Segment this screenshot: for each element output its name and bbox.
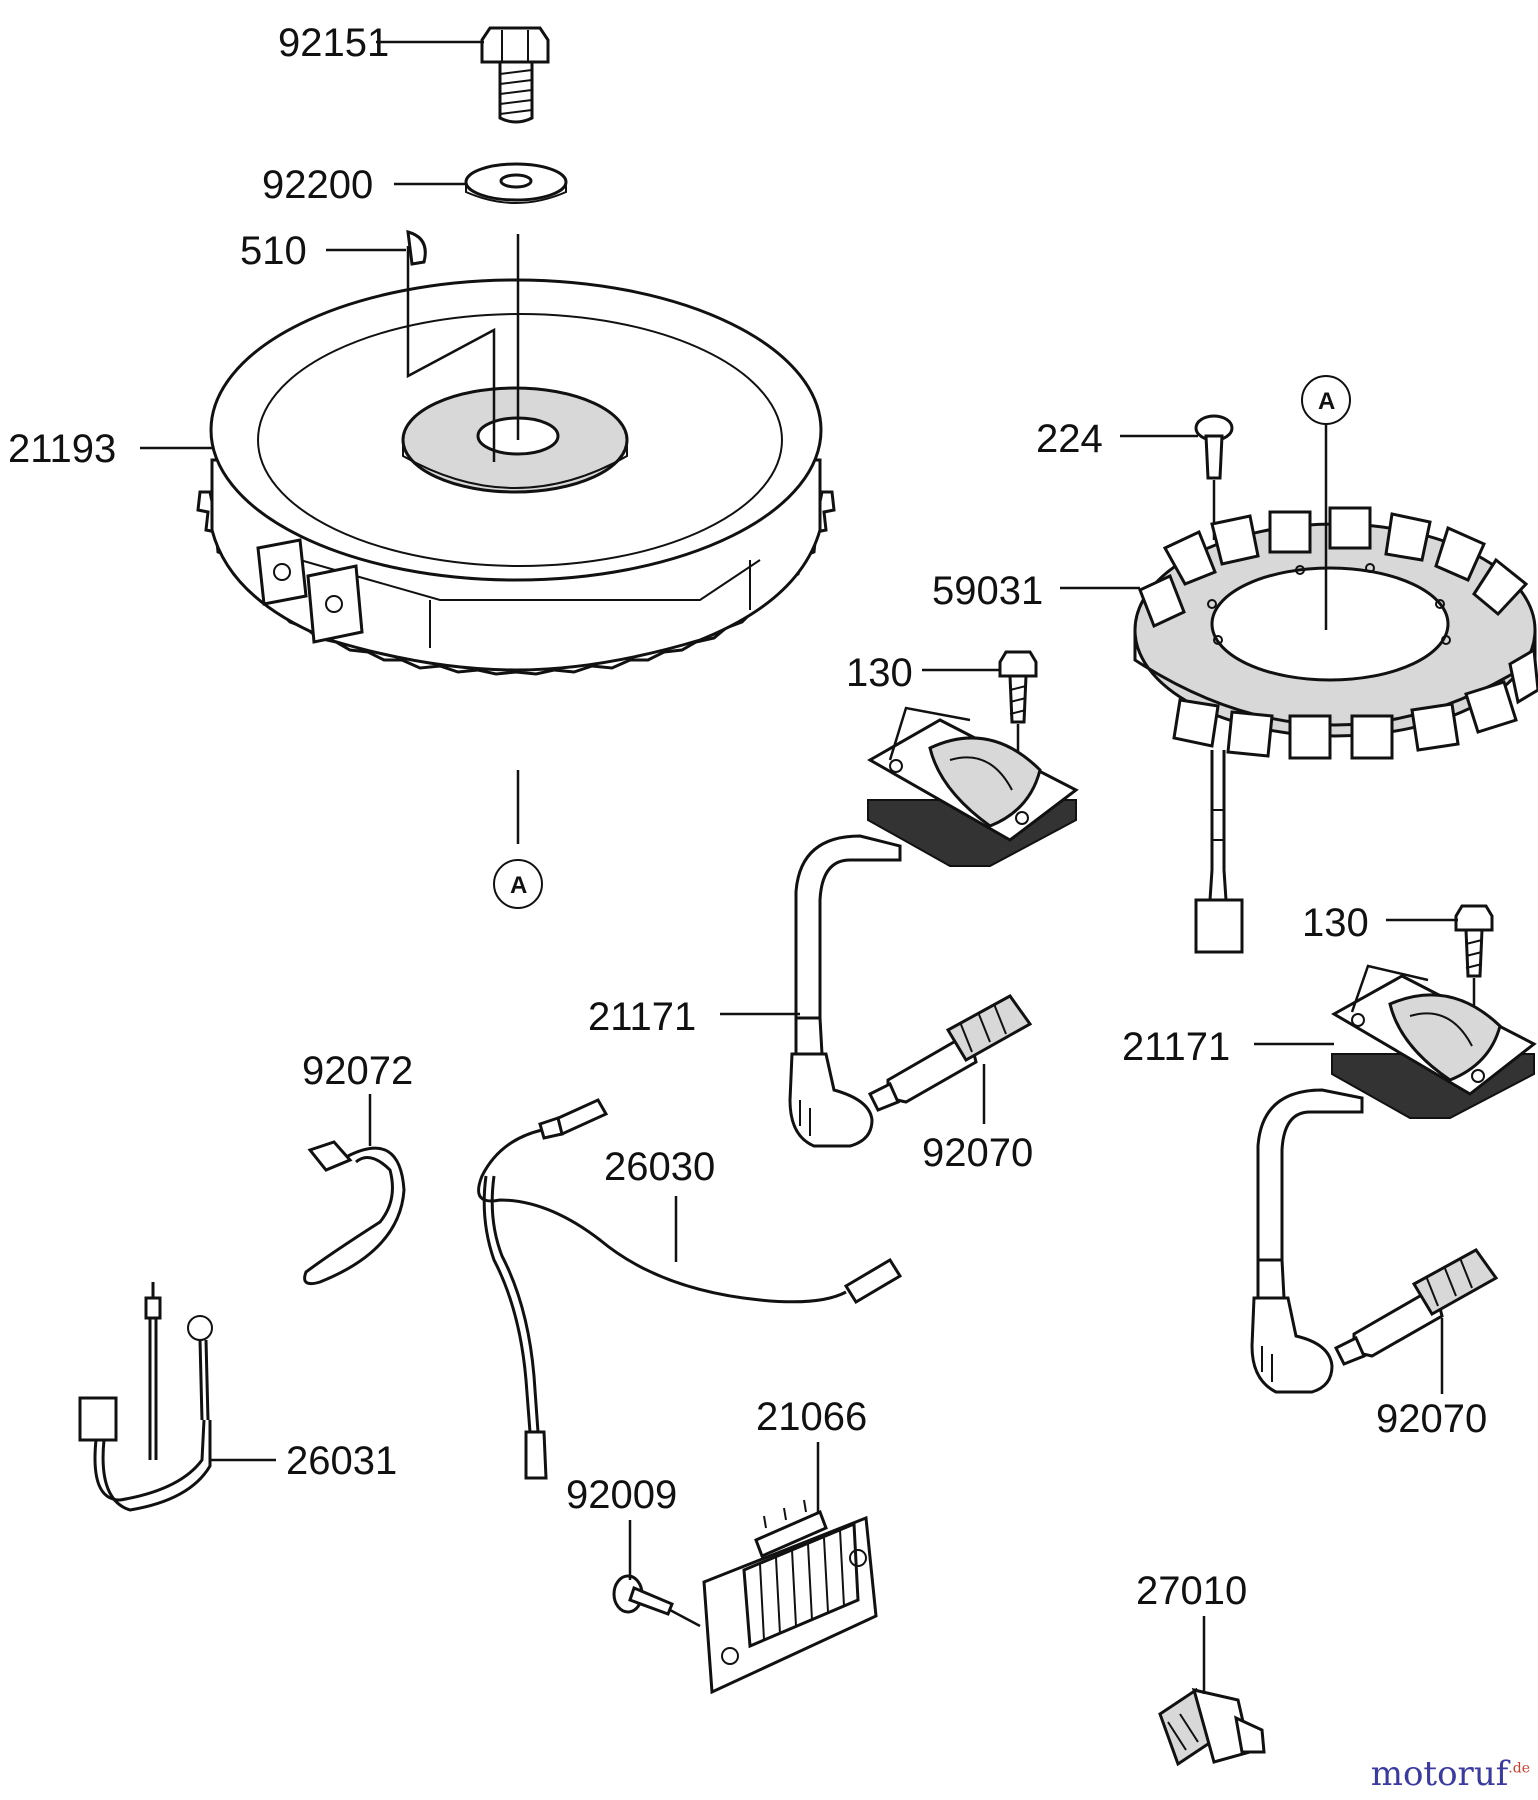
label-21171-right: 21171 — [1122, 1025, 1230, 1069]
label-92009: 92009 — [566, 1473, 677, 1517]
label-21193: 21193 — [8, 427, 116, 471]
label-27010: 27010 — [1136, 1569, 1247, 1613]
label-224: 224 — [1036, 417, 1103, 461]
bolt-92151 — [480, 26, 550, 124]
label-510: 510 — [240, 229, 307, 273]
switch-27010 — [1158, 1687, 1266, 1767]
watermark-tld: .de — [1508, 1760, 1530, 1777]
bolt-130-right — [1454, 904, 1494, 978]
regulator-21066 — [702, 1499, 878, 1695]
watermark-brand: motoruf — [1370, 1754, 1509, 1794]
flywheel-21193 — [196, 278, 836, 676]
label-130-left: 130 — [846, 651, 913, 695]
lead-wire-26031 — [78, 1282, 213, 1512]
screw-224 — [1194, 414, 1234, 480]
label-92151: 92151 — [278, 21, 389, 65]
spark-plug-92070-right — [1333, 1248, 1499, 1366]
label-92070-left: 92070 — [922, 1131, 1033, 1175]
label-59031: 59031 — [932, 569, 1043, 613]
label-92200: 92200 — [262, 163, 373, 207]
label-21171-left: 21171 — [588, 995, 696, 1039]
ignition-coil-21171-right — [1250, 964, 1537, 1394]
ref-label-a2: A — [1318, 388, 1335, 415]
band-92072 — [303, 1140, 406, 1286]
stator-59031 — [1133, 506, 1538, 760]
label-26030: 26030 — [604, 1145, 715, 1189]
washer-92200 — [464, 162, 568, 204]
spark-plug-92070-left — [867, 994, 1033, 1112]
label-92070-right: 92070 — [1376, 1397, 1487, 1441]
stator-connector — [1194, 898, 1244, 954]
label-130-right: 130 — [1302, 901, 1369, 945]
flywheel-magnet — [256, 538, 364, 644]
label-21066: 21066 — [756, 1395, 867, 1439]
bolt-130-left — [998, 650, 1038, 724]
watermark-logo: motoruf.de — [1371, 1754, 1530, 1794]
lead-wire-26030 — [477, 1098, 903, 1480]
label-92072: 92072 — [302, 1049, 413, 1093]
ignition-coil-21171-left — [788, 706, 1079, 1148]
key-510 — [406, 229, 427, 266]
screw-92009 — [612, 1574, 674, 1616]
label-26031: 26031 — [286, 1439, 397, 1483]
ref-label-a1: A — [510, 872, 527, 899]
ref-circle-a1 — [493, 859, 543, 909]
